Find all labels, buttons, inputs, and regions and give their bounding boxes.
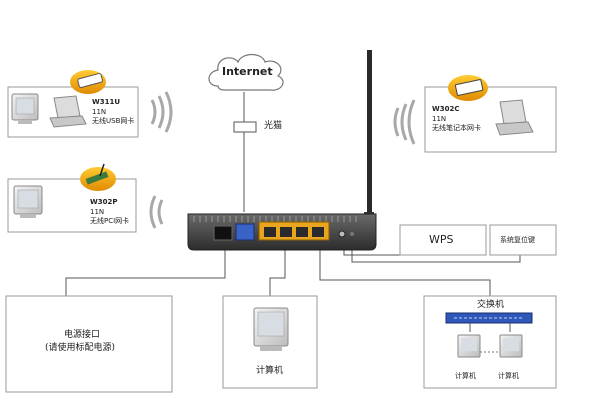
- wps-label: WPS: [429, 233, 454, 246]
- desktop-monitor-icon: [13, 185, 43, 218]
- modem-box: [233, 121, 257, 133]
- wps-box: [399, 224, 487, 256]
- internet-label: Internet: [222, 65, 273, 78]
- wifi-signal-icon-w302p: [149, 195, 164, 229]
- power-label-line2: (请使用标配电源): [45, 343, 116, 353]
- w311u-desc: 无线USB网卡: [92, 117, 135, 125]
- lan-port-panel: [258, 221, 330, 241]
- cardbus-adapter-icon: [448, 75, 488, 101]
- lan-port-2: [280, 227, 292, 237]
- w302p-desc: 无线PCI网卡: [90, 217, 130, 225]
- w302p-device-box: [7, 178, 137, 233]
- power-info-box: [5, 295, 173, 393]
- pci-adapter-icon: [80, 163, 116, 191]
- switch-box: [423, 295, 557, 389]
- desktop-computer-icon: [457, 334, 481, 358]
- antenna: [367, 50, 372, 222]
- internet-cloud: [208, 53, 284, 91]
- w302c-spec: 11N: [432, 115, 447, 123]
- router: [187, 50, 377, 251]
- power-port: [213, 225, 233, 241]
- w302p-model: W302P: [90, 198, 118, 206]
- reset-label: 系统复位键: [500, 236, 535, 244]
- reset-button-icon: [350, 232, 354, 236]
- switch-pc-label-right: 计算机: [498, 372, 519, 380]
- wifi-signal-icon-w302c: [393, 99, 416, 145]
- wifi-signal-icon-w311u: [150, 91, 173, 133]
- power-label-line1: 电源接口: [64, 330, 101, 340]
- switch-line: [319, 245, 491, 296]
- desktop-monitor-icon: [11, 93, 39, 124]
- lan-port-1: [264, 227, 276, 237]
- desktop-computer-icon: [499, 334, 523, 358]
- pc-label: 计算机: [256, 366, 284, 376]
- router-vents: [193, 216, 357, 222]
- w302c-desc: 无线笔记本网卡: [432, 124, 481, 132]
- switch-title: 交换机: [477, 300, 505, 310]
- pc-box: [222, 295, 318, 389]
- modem-label: 光猫: [264, 121, 283, 131]
- w311u-spec: 11N: [92, 108, 107, 116]
- wan-port: [235, 223, 255, 241]
- pc-line: [269, 248, 286, 296]
- laptop-icon: [495, 99, 534, 136]
- w311u-device-box: [7, 86, 139, 138]
- switch-pc-label-left: 计算机: [455, 372, 476, 380]
- reset-box: [489, 224, 557, 256]
- power-line: [65, 248, 226, 296]
- w311u-model: W311U: [92, 98, 121, 106]
- desktop-computer-icon: [253, 307, 289, 351]
- w302c-model: W302C: [432, 105, 460, 113]
- wps-button-icon: [338, 230, 346, 238]
- usb-adapter-icon: [70, 70, 106, 94]
- lan-port-3: [296, 227, 308, 237]
- laptop-icon: [49, 95, 87, 128]
- w302c-device-box: [424, 86, 557, 153]
- lan-port-4: [312, 227, 324, 237]
- w302p-spec: 11N: [90, 208, 105, 216]
